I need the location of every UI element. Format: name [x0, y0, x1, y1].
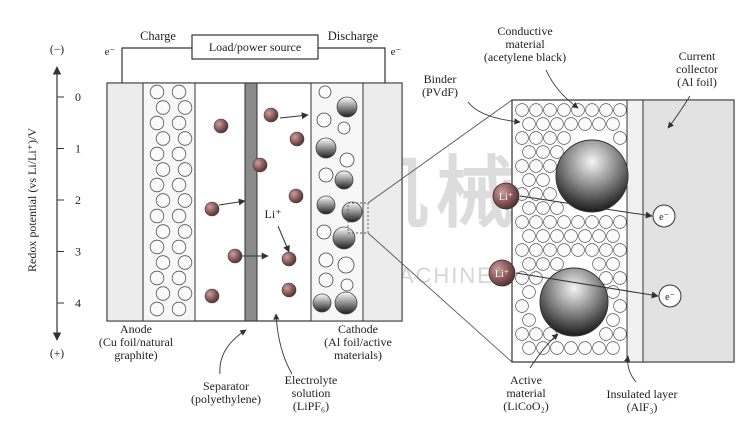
electron-right: e⁻	[391, 46, 402, 58]
electrolyte-label-line: Electrolyte	[285, 373, 338, 387]
conductive-particles	[515, 103, 627, 355]
cathode-particles	[312, 85, 363, 315]
insulated-label-line: (AlF₃)	[627, 400, 658, 414]
active-particle-top	[555, 139, 629, 213]
anode-label-line: Anode	[120, 322, 152, 336]
anode-label-line: graphite)	[114, 348, 157, 362]
separator-label-line: Separator	[203, 379, 249, 393]
electrolyte-label-line: solution	[292, 386, 331, 400]
conductive-label-line: (acetylene black)	[484, 50, 566, 64]
conductive-label-line: material	[505, 37, 545, 51]
e-ball-bottom-label: e⁻	[665, 292, 675, 303]
conductive-label-line: Conductive	[497, 24, 552, 38]
li-ball-bottom	[488, 259, 516, 287]
li-ball-bottom-label: Li⁺	[495, 269, 509, 280]
ion-arrows	[218, 112, 309, 260]
current-collector-band	[642, 99, 735, 363]
cathode-label-line: materials)	[334, 348, 382, 362]
axis-tick-label: 1	[75, 142, 81, 156]
lithium-ions	[204, 107, 305, 304]
external-circuit: Load/power source Charge Discharge e⁻ e⁻	[105, 29, 402, 83]
collector-label-line: Current	[679, 49, 716, 63]
axis-plus: (+)	[50, 348, 64, 360]
axis-minus: (−)	[50, 44, 64, 56]
e-ball-bottom	[658, 284, 682, 308]
cell: Li⁺	[106, 82, 403, 322]
load-box	[191, 34, 319, 60]
anode-particles	[149, 84, 193, 317]
e-ball-top	[652, 204, 676, 228]
li-ball-top-label: Li⁺	[499, 192, 513, 203]
cathode-label-line: (Al foil/active	[324, 335, 392, 349]
leader-lines	[219, 69, 691, 383]
active-label-line: material	[506, 386, 546, 400]
e-ball-top-label: e⁻	[659, 212, 669, 223]
li-ion-label: Li⁺	[265, 207, 282, 221]
active-label-line: (LiCoO₂)	[503, 399, 549, 413]
anode-collector	[106, 82, 144, 322]
binder-label-line: (PVdF)	[422, 85, 458, 99]
axis-tick-label: 2	[75, 193, 81, 207]
collector-label-line: collector	[676, 62, 718, 76]
axis-tick-label: 4	[75, 296, 81, 310]
insulated-layer-band	[626, 99, 644, 363]
axis-ticks: 0 1 2 3 4	[57, 90, 81, 310]
axis-tick-label: 0	[75, 90, 81, 104]
separator-label-line: (polyethylene)	[191, 392, 261, 406]
discharge-label: Discharge	[328, 29, 379, 43]
axis-label: Redox potential (vs Li/Li⁺)/V	[25, 128, 39, 272]
binder-label-line: Binder	[424, 72, 457, 86]
zoom-lines	[347, 99, 513, 363]
electrolyte-label-line: (LiPF₆)	[293, 399, 329, 413]
active-label-line: Active	[510, 373, 542, 387]
insulated-label-line: Insulated layer	[607, 387, 678, 401]
multi-line-labels: Anode(Cu foil/naturalgraphite)Cathode(Al…	[99, 24, 718, 414]
charge-label: Charge	[140, 29, 176, 43]
axis-tick-label: 3	[75, 245, 81, 259]
li-ball-top	[492, 182, 520, 210]
electron-left: e⁻	[105, 46, 116, 58]
zoom-detail: Li⁺ Li⁺ e⁻ e⁻	[488, 99, 735, 363]
anode-label-line: (Cu foil/natural	[99, 335, 174, 349]
separator	[244, 82, 258, 322]
cathode-label-line: Cathode	[338, 322, 378, 336]
load-label: Load/power source	[209, 40, 301, 54]
redox-axis: (−) (+) 0 1 2 3 4 Redox potential (vs Li/Li⁺…	[25, 44, 81, 360]
collector-label-line: (Al foil)	[677, 75, 717, 89]
